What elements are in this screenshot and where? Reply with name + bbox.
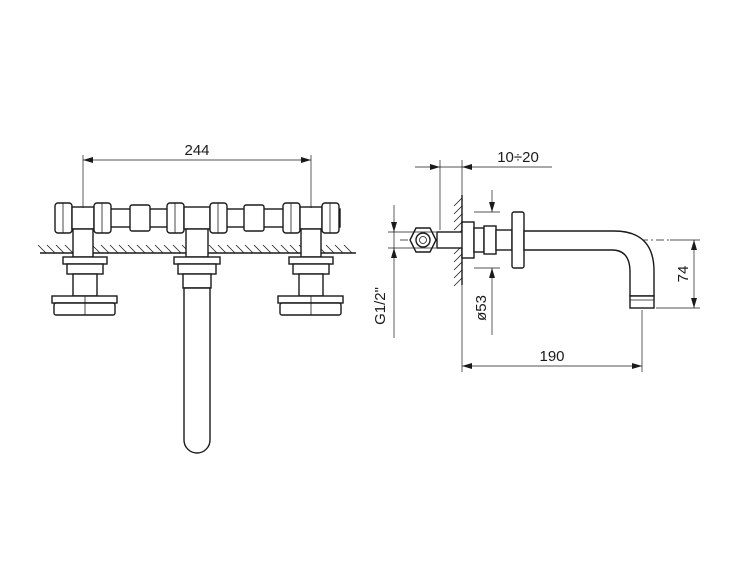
- dimension-width: 244: [82, 142, 312, 208]
- side-body: [461, 211, 525, 269]
- front-spout: [173, 256, 221, 454]
- dimension-thread-label: G1/2": [372, 287, 389, 325]
- front-fittings: [54, 202, 340, 234]
- dimension-thread: G1/2": [372, 205, 436, 338]
- dimension-wall-range: 10÷20: [415, 149, 552, 230]
- dimension-spout-length-label: 190: [539, 348, 564, 365]
- dimension-flange-diameter: ø53: [473, 190, 500, 335]
- front-valve-bodies: [72, 228, 322, 258]
- left-cross-handle: [51, 256, 118, 316]
- front-view: 244: [37, 142, 356, 454]
- dimension-spout-length: 190: [461, 285, 643, 372]
- right-cross-handle: [277, 256, 344, 316]
- side-view: 10÷20 G1/2" ø53 190: [372, 149, 700, 372]
- side-inlet-nut: [409, 227, 464, 253]
- dimension-width-label: 244: [184, 142, 209, 159]
- side-spout: [523, 230, 655, 309]
- dimension-spout-height: 74: [656, 239, 700, 309]
- dimension-flange-diameter-label: ø53: [473, 295, 490, 321]
- dimension-spout-height-label: 74: [675, 266, 692, 283]
- dimension-wall-range-label: 10÷20: [497, 149, 539, 166]
